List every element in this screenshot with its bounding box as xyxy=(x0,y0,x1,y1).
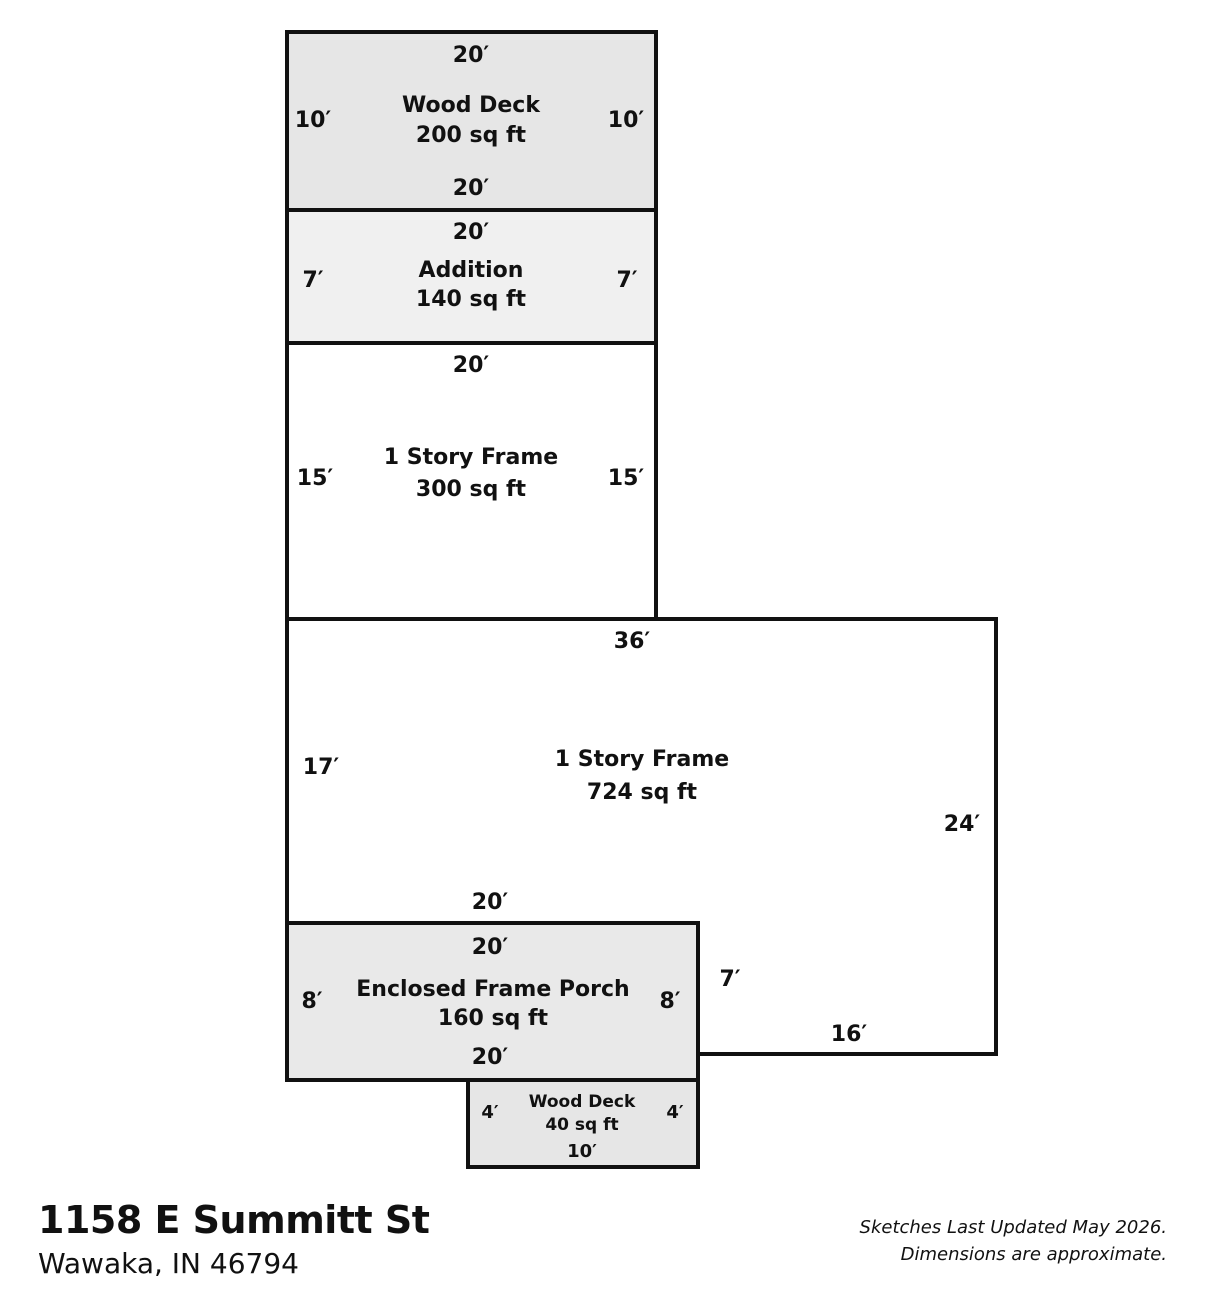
frame-main-dim-notch-vertical: 7′ xyxy=(719,967,740,992)
room-porch: 20′ 8′ 8′ Enclosed Frame Porch 160 sq ft… xyxy=(285,921,700,1082)
room-frame-upper: 20′ 15′ 15′ 1 Story Frame 300 sq ft xyxy=(285,341,658,621)
room-wood-deck-bottom: 4′ 4′ Wood Deck 40 sq ft 10′ xyxy=(466,1078,700,1169)
frame-upper-dim-right: 15′ xyxy=(608,466,645,491)
frame-upper-outline xyxy=(285,341,658,621)
addition-area: 140 sq ft xyxy=(416,287,527,312)
wood-deck-top-outline xyxy=(285,30,658,212)
frame-main-name: 1 Story Frame xyxy=(555,747,729,772)
porch-dim-bottom: 20′ xyxy=(472,1045,509,1070)
frame-upper-dim-left: 15′ xyxy=(297,466,334,491)
floor-plan-sketch: 20′ 10′ 10′ Wood Deck 200 sq ft 20′ 20′ … xyxy=(285,30,998,1169)
sketch-note: Sketches Last Updated May 2026. Dimensio… xyxy=(860,1214,1167,1268)
frame-main-dim-top: 36′ xyxy=(614,629,651,654)
frame-upper-dim-top: 20′ xyxy=(453,353,490,378)
frame-upper-area: 300 sq ft xyxy=(416,477,527,502)
frame-main-area: 724 sq ft xyxy=(587,780,698,805)
frame-main-dim-right: 24′ xyxy=(944,812,981,837)
sketch-note-updated: Sketches Last Updated May 2026. xyxy=(859,1217,1167,1238)
wood-deck-top-dim-left: 10′ xyxy=(295,108,332,133)
wood-deck-top-dim-top: 20′ xyxy=(453,43,490,68)
wood-deck-top-area: 200 sq ft xyxy=(416,123,527,148)
addition-dim-top: 20′ xyxy=(453,220,490,245)
wood-deck-bottom-name: Wood Deck xyxy=(529,1092,636,1112)
porch-area: 160 sq ft xyxy=(438,1006,549,1031)
frame-main-dim-notch-bottom: 16′ xyxy=(831,1022,868,1047)
wood-deck-top-name: Wood Deck xyxy=(402,93,541,118)
room-frame-main: 36′ 17′ 24′ 1 Story Frame 724 sq ft 20′ … xyxy=(285,617,998,1056)
addition-dim-right: 7′ xyxy=(616,268,637,293)
porch-name: Enclosed Frame Porch xyxy=(356,977,629,1002)
sketch-note-approximate: Dimensions are approximate. xyxy=(900,1244,1167,1265)
wood-deck-bottom-dim-bottom: 10′ xyxy=(567,1141,597,1162)
wood-deck-bottom-outline xyxy=(466,1078,700,1169)
address-street: 1158 E Summitt St xyxy=(38,1198,430,1242)
wood-deck-bottom-area: 40 sq ft xyxy=(545,1115,618,1135)
frame-upper-name: 1 Story Frame xyxy=(384,445,558,470)
address-block: 1158 E Summitt St Wawaka, IN 46794 xyxy=(38,1196,430,1284)
address-city: Wawaka, IN 46794 xyxy=(38,1247,299,1280)
room-wood-deck-top: 20′ 10′ 10′ Wood Deck 200 sq ft 20′ xyxy=(285,30,658,212)
wood-deck-top-dim-bottom: 20′ xyxy=(453,176,490,201)
porch-dim-right: 8′ xyxy=(659,989,680,1014)
porch-dim-left: 8′ xyxy=(301,989,322,1014)
frame-main-dim-left: 17′ xyxy=(303,755,340,780)
addition-outline xyxy=(285,208,658,345)
frame-main-dim-inner-bottom: 20′ xyxy=(472,890,509,915)
porch-outline xyxy=(285,921,700,1082)
addition-name: Addition xyxy=(419,258,524,283)
room-addition: 20′ 7′ 7′ Addition 140 sq ft xyxy=(285,208,658,345)
wood-deck-top-dim-right: 10′ xyxy=(608,108,645,133)
addition-dim-left: 7′ xyxy=(302,268,323,293)
wood-deck-bottom-dim-right: 4′ xyxy=(666,1102,684,1123)
wood-deck-bottom-dim-left: 4′ xyxy=(481,1102,499,1123)
porch-dim-top: 20′ xyxy=(472,935,509,960)
